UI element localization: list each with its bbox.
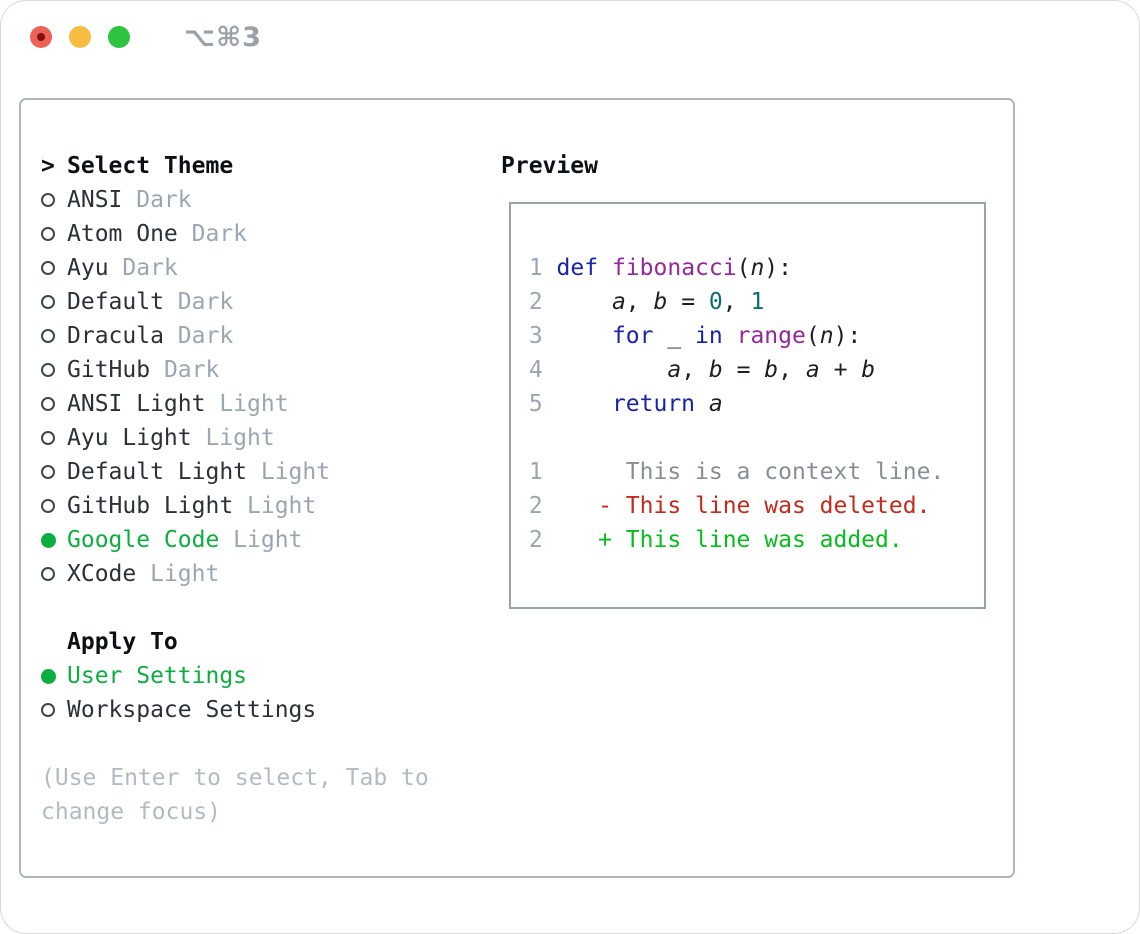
theme-option-default-light[interactable]: Default Light Light — [41, 455, 429, 489]
radio-unselected-icon — [41, 703, 55, 717]
preview-line: 1 This is a context line. — [515, 459, 945, 485]
radio-marker — [41, 261, 67, 275]
radio-unselected-icon — [41, 363, 55, 377]
radio-marker — [41, 567, 67, 581]
theme-name: Google Code — [67, 527, 220, 553]
theme-option-xcode[interactable]: XCode Light — [41, 557, 429, 591]
radio-unselected-icon — [41, 397, 55, 411]
theme-name: Atom One — [67, 221, 178, 247]
theme-variant-tag: Dark — [122, 187, 192, 213]
radio-unselected-icon — [41, 227, 55, 241]
theme-variant-tag: Dark — [150, 357, 220, 383]
radio-unselected-icon — [41, 193, 55, 207]
radio-unselected-icon — [41, 329, 55, 343]
preview-line: 1 def fibonacci(n): — [515, 255, 792, 281]
apply-name: Workspace Settings — [67, 697, 317, 723]
minimize-button[interactable] — [69, 26, 91, 48]
maximize-button[interactable] — [108, 26, 130, 48]
radio-unselected-icon — [41, 261, 55, 275]
theme-name: Default — [67, 289, 164, 315]
theme-variant-tag: Dark — [163, 323, 234, 349]
radio-marker — [41, 431, 67, 445]
theme-name: GitHub — [67, 357, 151, 383]
theme-variant-tag: Light — [247, 459, 331, 485]
theme-option-ansi-light[interactable]: ANSI Light Light — [41, 387, 429, 421]
hint-line-2: change focus) — [41, 799, 222, 825]
radio-marker — [41, 397, 67, 411]
radio-unselected-icon — [41, 431, 55, 445]
radio-marker — [41, 703, 67, 717]
theme-option-ayu[interactable]: Ayu Dark — [41, 251, 429, 285]
radio-marker — [41, 227, 67, 241]
unsaved-changes-dot-icon — [37, 33, 45, 41]
preview-line: 2 - This line was deleted. — [515, 493, 931, 519]
radio-selected-icon — [41, 668, 56, 684]
theme-option-github-light[interactable]: GitHub Light Light — [41, 489, 429, 523]
radio-unselected-icon — [41, 499, 55, 513]
radio-unselected-icon — [41, 567, 55, 581]
radio-marker — [41, 193, 67, 207]
window-title: ⌥⌘3 — [184, 21, 262, 53]
radio-unselected-icon — [41, 295, 55, 309]
theme-variant-tag: Light — [205, 391, 289, 417]
theme-variant-tag: Light — [136, 561, 220, 587]
radio-marker — [41, 465, 67, 479]
preview-line: 3 for _ in range(n): — [515, 323, 862, 349]
theme-option-atom-one[interactable]: Atom One Dark — [41, 217, 429, 251]
preview-title: Preview — [501, 153, 598, 179]
select-theme-header-row: > Select Theme — [41, 149, 429, 183]
theme-option-ayu-light[interactable]: Ayu Light Light — [41, 421, 429, 455]
titlebar: ⌥⌘3 — [30, 22, 262, 53]
theme-variant-tag: Dark — [163, 289, 234, 315]
theme-name: Ayu Light — [67, 425, 192, 451]
preview-blank-line — [515, 421, 980, 455]
theme-name: ANSI — [67, 187, 123, 213]
close-button[interactable] — [30, 26, 52, 48]
spacer — [41, 727, 429, 761]
theme-option-github[interactable]: GitHub Dark — [41, 353, 429, 387]
radio-marker — [41, 363, 67, 377]
preview-line: 2 a, b = 0, 1 — [515, 289, 765, 315]
preview-box: 1 def fibonacci(n): 2 a, b = 0, 1 3 for … — [509, 202, 986, 609]
select-theme-title: Select Theme — [67, 153, 234, 179]
theme-option-ansi[interactable]: ANSI Dark — [41, 183, 429, 217]
theme-option-dracula[interactable]: Dracula Dark — [41, 319, 429, 353]
preview-line: 5 return a — [515, 391, 723, 417]
theme-name: XCode — [67, 561, 137, 587]
theme-variant-tag: Dark — [177, 221, 248, 247]
apply-option-workspace-settings[interactable]: Workspace Settings — [41, 693, 429, 727]
theme-option-google-code[interactable]: Google Code Light — [41, 523, 429, 557]
theme-name: ANSI Light — [67, 391, 206, 417]
apply-option-user-settings[interactable]: User Settings — [41, 659, 429, 693]
radio-unselected-icon — [41, 465, 55, 479]
radio-marker — [41, 532, 67, 548]
radio-selected-icon — [41, 532, 56, 548]
spacer — [41, 591, 429, 625]
theme-option-default[interactable]: Default Dark — [41, 285, 429, 319]
preview-line: 4 a, b = b, a + b — [515, 357, 876, 383]
theme-name: Default Light — [67, 459, 248, 485]
focus-caret-icon: > — [41, 153, 55, 179]
theme-name: Dracula — [67, 323, 164, 349]
theme-variant-tag: Light — [233, 493, 317, 519]
apply-name: User Settings — [67, 663, 248, 689]
theme-variant-tag: Light — [191, 425, 275, 451]
theme-name: GitHub Light — [67, 493, 234, 519]
apply-to-title: Apply To — [67, 629, 178, 655]
theme-variant-tag: Light — [219, 527, 303, 553]
radio-marker — [41, 329, 67, 343]
radio-marker — [41, 295, 67, 309]
apply-to-header-row: Apply To — [41, 625, 429, 659]
theme-variant-tag: Dark — [108, 255, 178, 281]
radio-marker — [41, 668, 67, 684]
radio-marker — [41, 499, 67, 513]
theme-name: Ayu — [67, 255, 109, 281]
preview-line: 2 + This line was added. — [515, 527, 903, 553]
hint-line-1: (Use Enter to select, Tab to — [41, 765, 429, 791]
